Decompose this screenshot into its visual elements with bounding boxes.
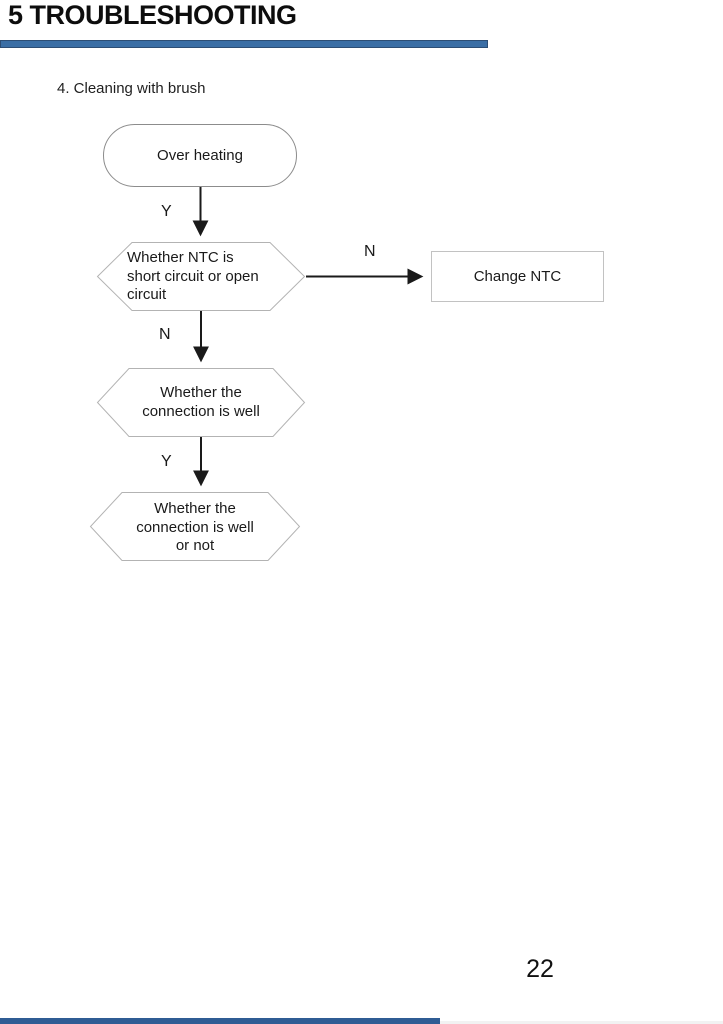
hexagon-decision-connection-or-not xyxy=(89,492,301,561)
page-number: 22 xyxy=(526,955,554,983)
section-label: 4. Cleaning with brush xyxy=(57,80,206,97)
flowchart-connector-layer xyxy=(89,187,424,561)
flow-node-change-ntc-label: Change NTC xyxy=(473,268,562,285)
footer-accent-bar xyxy=(0,1018,440,1024)
flow-node-change-ntc: Change NTC xyxy=(431,251,604,302)
edge-label-connection-yes: Y xyxy=(161,453,172,470)
flow-node-start-label: Over heating xyxy=(157,147,243,164)
hexagon-decision-ntc xyxy=(96,242,306,311)
hexagon-decision-connection xyxy=(96,368,306,437)
edge-label-start-yes: Y xyxy=(161,203,172,220)
page-title: 5 TROUBLESHOOTING xyxy=(8,0,297,30)
edge-label-ntc-down-no: N xyxy=(159,326,171,343)
title-underline-rule xyxy=(0,40,488,48)
flow-node-decision-ntc-label: Whether NTC is short circuit or open cir… xyxy=(127,249,259,303)
flow-node-decision-connection-label: Whether the connection is well xyxy=(142,384,260,420)
flowchart: Over heating Change NTC Whether NTC is s… xyxy=(89,124,604,561)
flow-node-start: Over heating xyxy=(103,124,297,187)
edge-label-ntc-no: N xyxy=(364,243,376,260)
flow-node-decision-connection-or-not-label: Whether the connection is well or not xyxy=(136,500,254,554)
